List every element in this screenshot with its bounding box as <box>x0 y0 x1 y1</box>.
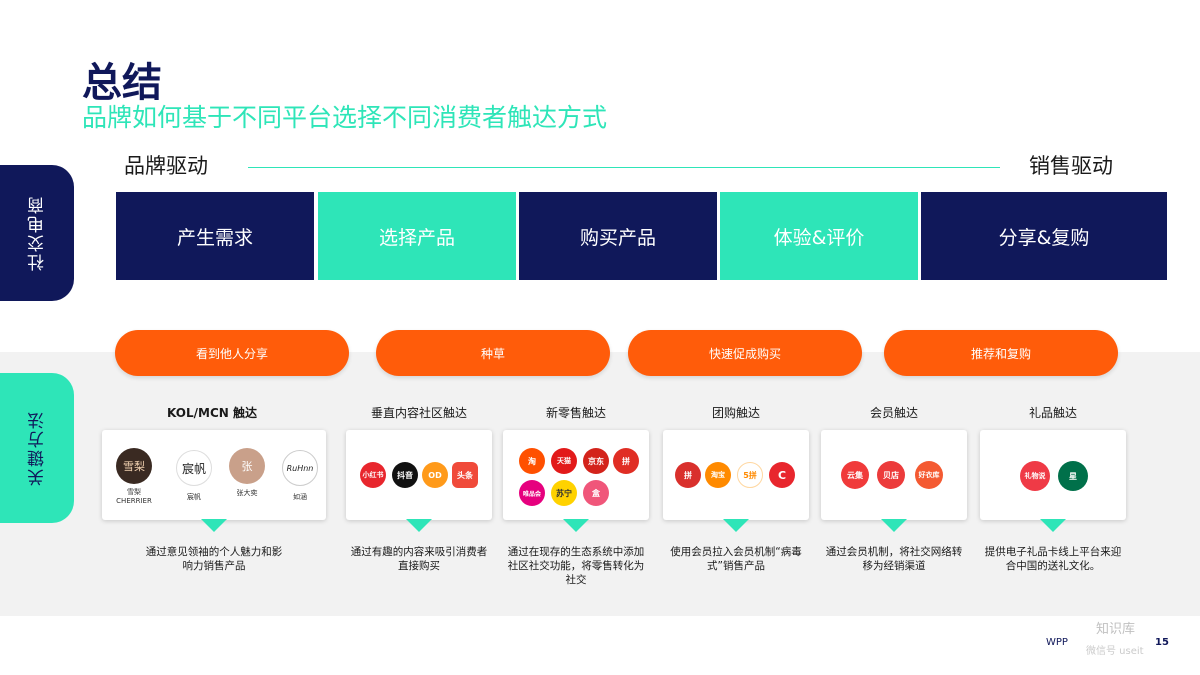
column-label-group-buy: 团购触达 <box>711 406 760 420</box>
pointer-member <box>881 519 907 532</box>
avatar-kol-3: 张 <box>229 448 265 484</box>
desc-member: 通过会员机制，将社交网络转移为经销渠道 <box>825 546 963 572</box>
desc-group-buy: 使用会员拉入会员机制“病毒式”销售产品 <box>670 546 802 572</box>
card-kol: 雪梨 雪梨 CHERRIER 宸帆 宸帆 张 张大奕 RuHnn 如涵 <box>102 430 326 520</box>
logo-yunji: 云集 <box>841 461 869 489</box>
column-label-new-retail: 新零售触达 <box>545 406 606 420</box>
watermark: 知识库 <box>1096 622 1136 637</box>
axis-label-sales-driven: 销售驱动 <box>1029 154 1113 178</box>
stage-experience-review: 体验&评价 <box>720 192 918 280</box>
pointer-kol <box>201 519 227 532</box>
desc-kol: 通过意见领袖的个人魅力和影响力销售产品 <box>145 546 283 572</box>
logo-tmall: 天猫 <box>551 448 577 474</box>
logo-hema: 盒 <box>583 480 609 506</box>
kol-name-1: 雪梨 CHERRIER <box>116 488 152 505</box>
logo-pin: 拼 <box>675 462 701 488</box>
page-subtitle: 品牌如何基于不同平台选择不同消费者触达方式 <box>82 103 608 132</box>
card-community: 小红书 抖音 OD 头条 <box>346 430 492 520</box>
pointer-gift <box>1040 519 1066 532</box>
logo-beidian: 贝店 <box>877 461 905 489</box>
card-group-buy: 拼 淘宝 5拼 C <box>663 430 809 520</box>
pill-recommend-repurchase: 推荐和复购 <box>884 330 1118 376</box>
logo-jd: 京东 <box>583 448 609 474</box>
page-number: 15 <box>1155 637 1169 648</box>
logo-taobao-group: 淘宝 <box>705 462 731 488</box>
desc-gift: 提供电子礼品卡线上平台来迎合中国的送礼文化。 <box>984 546 1122 572</box>
logo-c-brand: C <box>769 462 795 488</box>
column-label-kol: KOL/MCN 触达 <box>167 406 257 420</box>
logo-taobao: 淘 <box>519 448 545 474</box>
axis-label-brand-driven: 品牌驱动 <box>124 154 208 178</box>
avatar-kol-1: 雪梨 <box>116 448 152 484</box>
pill-seeding: 种草 <box>376 330 610 376</box>
card-new-retail: 淘 天猫 京东 拼 唯品会 苏宁 盒 <box>503 430 649 520</box>
column-label-gift: 礼品触达 <box>1028 406 1077 420</box>
page-title: 总结 <box>82 60 162 106</box>
logo-pinduoduo: 拼 <box>613 448 639 474</box>
logo-od: OD <box>422 462 448 488</box>
watermark-sub: 微信号 useit <box>1086 646 1144 657</box>
pill-see-others-share: 看到他人分享 <box>115 330 349 376</box>
pointer-group-buy <box>723 519 749 532</box>
kol-name-2: 宸帆 <box>187 493 201 501</box>
logo-toutiao: 头条 <box>452 462 478 488</box>
column-label-member: 会员触达 <box>869 406 918 420</box>
logo-starbucks: 星 <box>1058 461 1088 491</box>
logo-vipshop: 唯品会 <box>519 480 545 506</box>
logo-wupin: 5拼 <box>737 462 763 488</box>
desc-new-retail: 通过在现存的生态系统中添加社区社交功能，将零售转化为社交 <box>507 546 645 586</box>
pointer-community <box>406 519 432 532</box>
stage-choose-product: 选择产品 <box>318 192 516 280</box>
card-gift: 礼物说 星 <box>980 430 1126 520</box>
pill-quick-purchase: 快速促成购买 <box>628 330 862 376</box>
side-tab-key-methods: 关键方法 <box>0 373 74 523</box>
side-tab-social-ecommerce: 社交电商 <box>0 165 74 301</box>
stage-share-repurchase: 分享&复购 <box>921 192 1167 280</box>
logo-haoyiku: 好衣库 <box>915 461 943 489</box>
footer-brand: WPP <box>1046 637 1068 648</box>
kol-name-3: 张大奕 <box>236 489 258 497</box>
logo-xiaohongshu: 小红书 <box>360 462 386 488</box>
logo-douyin: 抖音 <box>392 462 418 488</box>
column-label-community: 垂直内容社区触达 <box>370 406 467 420</box>
card-member: 云集 贝店 好衣库 <box>821 430 967 520</box>
avatar-kol-2: 宸帆 <box>176 450 212 486</box>
stage-buy-product: 购买产品 <box>519 192 717 280</box>
pointer-new-retail <box>563 519 589 532</box>
kol-name-4: 如涵 <box>293 493 307 501</box>
axis-line <box>248 167 1000 168</box>
logo-liwushuo: 礼物说 <box>1020 461 1050 491</box>
desc-community: 通过有趣的内容来吸引消费者直接购买 <box>350 546 488 572</box>
logo-suning: 苏宁 <box>551 480 577 506</box>
stage-generate-demand: 产生需求 <box>116 192 314 280</box>
avatar-kol-4: RuHnn <box>282 450 318 486</box>
